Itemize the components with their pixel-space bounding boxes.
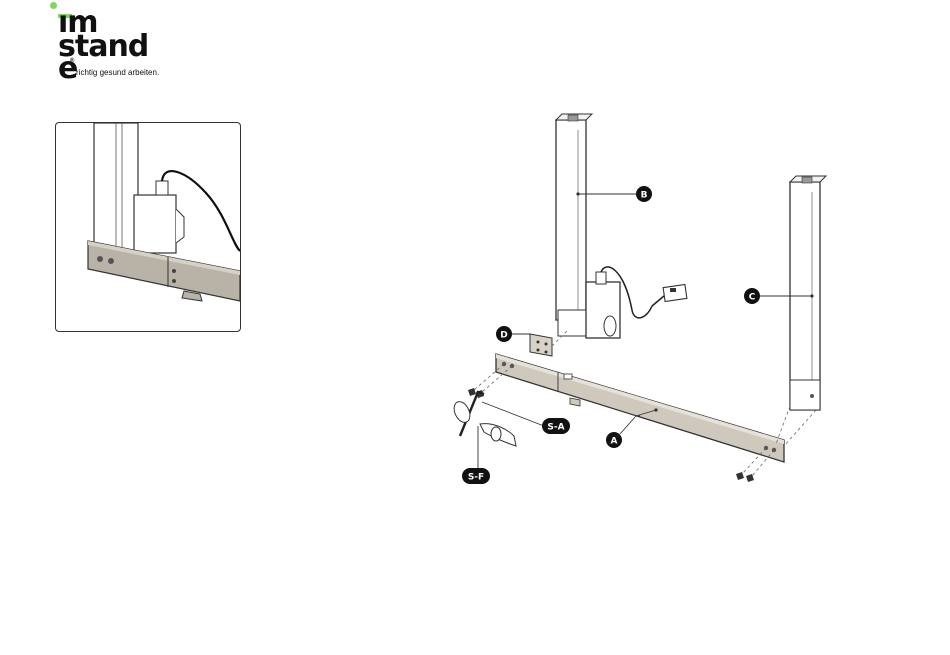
detail-bolt-2 <box>108 258 114 264</box>
leader-lines <box>478 194 812 472</box>
callout-s-a-label: S-A <box>547 423 564 433</box>
callout-s-f: S-F <box>462 468 490 484</box>
callout-s-a: S-A <box>542 418 570 434</box>
callout-b-label: B <box>641 191 648 201</box>
allen-key-s-f <box>451 392 516 446</box>
motor-unit <box>586 267 687 338</box>
logo-line-3: e <box>58 56 77 82</box>
callout-s-f-label: S-F <box>468 473 484 483</box>
detail-motor-plug <box>156 181 168 195</box>
logo-accent-dot <box>50 2 57 9</box>
callout-c-label: C <box>749 293 756 303</box>
callout-d: D <box>496 326 512 342</box>
callout-c: C <box>744 288 760 304</box>
detail-inset <box>55 122 241 332</box>
detail-motor <box>134 195 176 253</box>
callout-b: B <box>636 186 652 202</box>
imstande-logo: ım stand e ® richtig gesund arbeiten. <box>50 2 180 84</box>
callout-a-label: A <box>611 437 618 447</box>
assembly-drawing: B C D A S-A S-F <box>420 110 840 490</box>
callout-d-label: D <box>500 331 507 341</box>
logo-registered-mark: ® <box>70 58 74 64</box>
callout-a: A <box>606 416 636 448</box>
detail-illustration <box>56 123 240 331</box>
leg-c <box>790 176 826 410</box>
detail-bolt-1 <box>97 256 103 262</box>
crossbar-a <box>496 354 784 462</box>
logo-tagline: richtig gesund arbeiten. <box>76 68 159 77</box>
